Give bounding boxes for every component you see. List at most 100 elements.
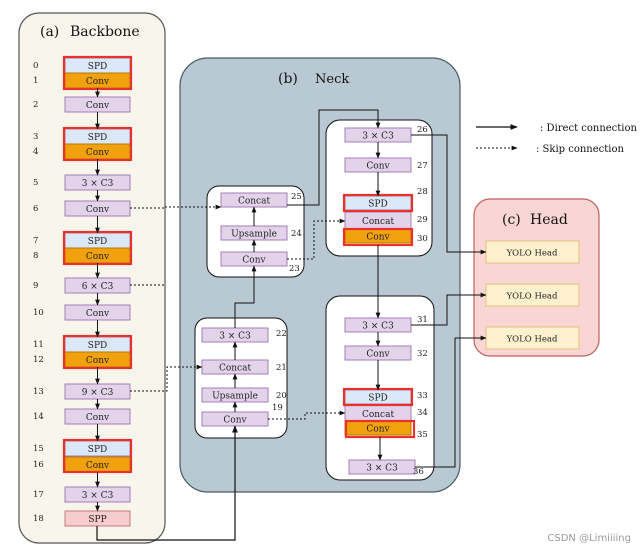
backbone-layer-14: Conv [64,408,131,425]
backbone-layer-index-3: 3 [33,132,38,142]
neck-layer-index-29: 29 [417,215,428,225]
neck-layer-27: Conv [344,157,412,173]
backbone-layer-index-14: 14 [33,412,44,422]
neck-layer-30-label: Conv [366,233,390,243]
neck-layer-31: 3 × C3 [344,317,412,333]
conn-22-23 [234,265,257,328]
neck-layer-22-label: 3 × C3 [219,332,251,342]
yolo-head-2: YOLO Head [485,283,580,307]
backbone-layer-9: 6 × C3 [64,277,131,294]
backbone-layer-17-label: 3 × C3 [82,491,114,501]
legend: : Direct connection : Skip connection [476,123,638,155]
head-section-label: (c) [502,212,521,228]
neck-layer-21-label: Concat [219,364,252,374]
backbone-layer-16: Conv [64,456,131,473]
backbone-layer-7: SPD [64,232,131,249]
backbone-layer-5-label: 3 × C3 [82,179,114,189]
backbone-layer-15: SPD [64,440,131,457]
neck-layer-19-label: Conv [223,416,247,426]
backbone-layer-4-label: Conv [86,148,110,158]
conn-31-head2 [411,292,487,326]
backbone-layer-4: Conv [64,143,131,160]
backbone-layer-index-16: 16 [33,460,44,470]
neck-layer-35: Conv [344,420,412,436]
head-bg [473,198,600,357]
yolo-head-label: YOLO Head [506,335,558,345]
neck-layer-36: 3 × C3 [348,459,416,475]
backbone-layer-8: Conv [64,247,131,264]
backbone-layer-14-label: Conv [86,413,110,423]
neck-layer-21: Concat [201,359,269,375]
neck-layer-30: Conv [344,228,412,244]
backbone-layer-index-18: 18 [33,514,44,524]
neck-layer-index-31: 31 [417,315,428,325]
head-title: Head [530,212,568,228]
neck-layer-31-label: 3 × C3 [362,322,394,332]
backbone-layer-3: SPD [64,128,131,145]
neck-layer-index-25: 25 [291,192,302,202]
neck-layer-22: 3 × C3 [201,327,269,343]
legend-skip-label: : Skip connection [536,144,624,155]
backbone-layer-index-7: 7 [33,236,38,246]
backbone-layer-index-13: 13 [33,387,44,397]
backbone-layer-7-label: SPD [88,237,107,247]
backbone-layer-index-12: 12 [33,355,44,365]
conn-36-head3 [415,335,487,468]
neck-layer-index-22: 22 [276,329,287,339]
backbone-layer-index-17: 17 [33,490,44,500]
conn-26-head1 [411,134,487,255]
neck-layer-28-label: SPD [368,200,387,210]
backbone-layer-index-11: 11 [33,340,44,350]
skip-13-21 [130,364,203,392]
neck-layer-index-23: 23 [289,264,300,274]
neck-layer-23: Conv [220,251,288,267]
neck-layer-27-label: Conv [366,162,390,172]
neck-group-lower-left [194,317,288,439]
neck-layer-index-20: 20 [276,391,287,401]
backbone-layer-8-label: Conv [86,252,110,262]
backbone-layer-1-label: Conv [86,77,110,87]
connections [96,109,487,541]
yolo-head-1: YOLO Head [485,240,580,264]
neck-layer-index-27: 27 [417,161,428,171]
watermark: CSDN @Limiiiing [547,533,631,544]
neck-layer-36-label: 3 × C3 [366,464,398,474]
backbone-layer-0-label: SPD [88,62,107,72]
backbone-layer-index-10: 10 [33,308,44,318]
backbone-layer-10: Conv [64,304,131,321]
backbone-layer-index-8: 8 [33,251,38,261]
backbone-layer-18: SPP [64,510,131,527]
backbone-layer-10-label: Conv [86,309,110,319]
backbone-layer-17: 3 × C3 [64,486,131,503]
backbone-layer-15-label: SPD [88,445,107,455]
skip-6-25 [130,204,222,210]
backbone-layer-index-4: 4 [33,147,38,157]
neck-section-label: (b) [278,71,298,87]
backbone-layer-3-label: SPD [88,133,107,143]
backbone-layer-index-2: 2 [33,100,38,110]
backbone-layer-index-0: 0 [33,61,38,71]
neck-layer-index-36: 36 [413,467,424,477]
backbone-layer-index-6: 6 [33,204,38,214]
neck-title: Neck [315,72,349,87]
backbone-layer-1: Conv [64,72,131,89]
backbone-layer-2-label: Conv [86,101,110,111]
conn-18-19 [96,425,238,541]
neck-layer-index-26: 26 [417,125,428,135]
yolo-head-label: YOLO Head [506,292,558,302]
neck-layer-19: Conv [201,411,269,427]
neck-layer-index-34: 34 [417,408,428,418]
neck-layer-index-33: 33 [417,391,428,401]
neck-layer-26: 3 × C3 [344,127,412,143]
neck-layer-20-label: Upsample [212,392,258,402]
neck-layer-26-label: 3 × C3 [362,132,394,142]
backbone-layer-18-label: SPP [88,515,106,525]
backbone-layer-6: Conv [64,200,131,217]
backbone-layer-6-label: Conv [86,205,110,215]
neck-layer-32: Conv [344,345,412,361]
backbone-title: Backbone [70,24,140,40]
backbone-layer-index-9: 9 [33,281,38,291]
yolo-head-3: YOLO Head [485,326,580,350]
